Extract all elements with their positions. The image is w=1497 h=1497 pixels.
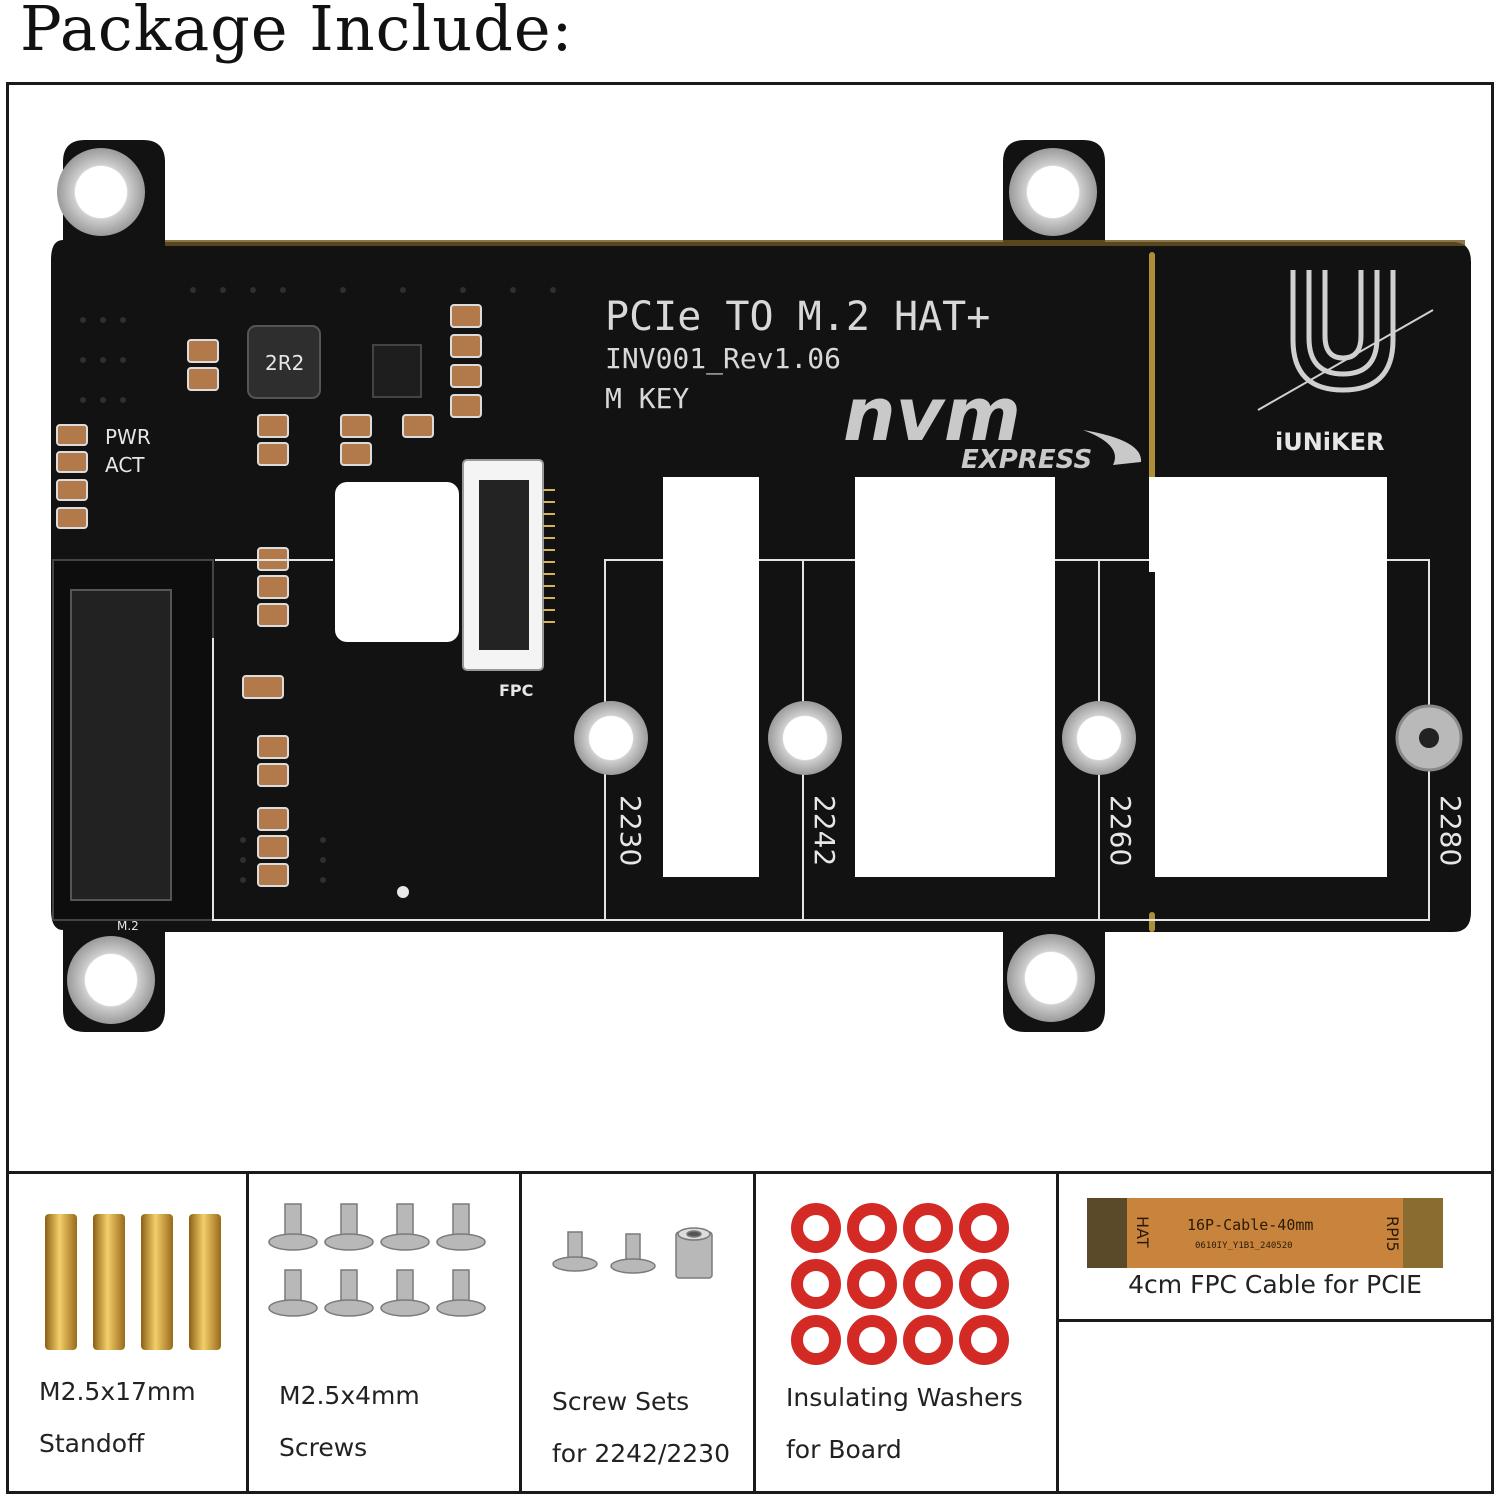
length-hole-2230 bbox=[574, 701, 648, 775]
cable-end-hat: HAT bbox=[1133, 1216, 1152, 1248]
board-key: M KEY bbox=[605, 382, 689, 415]
mounting-hole bbox=[1007, 934, 1095, 1022]
cable-print-main: 16P-Cable-40mm bbox=[1187, 1216, 1313, 1234]
svg-text:2R2: 2R2 bbox=[265, 351, 304, 375]
inductor: 2R2 bbox=[247, 325, 321, 399]
mounting-hole bbox=[57, 148, 145, 236]
cable-cutout bbox=[335, 482, 459, 642]
item-standoff: M2.5x17mm Standoff bbox=[9, 1174, 249, 1494]
ic-chip bbox=[372, 344, 422, 398]
board-revision: INV001_Rev1.06 bbox=[605, 342, 841, 376]
size-label-2242: 2242 bbox=[808, 795, 841, 866]
fpc-cable-label: 4cm FPC Cable for PCIE bbox=[1128, 1270, 1422, 1299]
washers-image bbox=[791, 1203, 1009, 1365]
length-hole-2260 bbox=[1062, 701, 1136, 775]
standoff-label-2: Standoff bbox=[39, 1429, 145, 1458]
standoff-2280 bbox=[1395, 704, 1463, 772]
m2-connector bbox=[52, 559, 214, 921]
board-title: PCIe TO M.2 HAT+ bbox=[605, 294, 990, 340]
size-label-2260: 2260 bbox=[1104, 795, 1137, 866]
item-washers: Insulating Washers for Board bbox=[756, 1174, 1059, 1494]
smd-components bbox=[56, 304, 482, 887]
iuniker-logo bbox=[1257, 270, 1434, 411]
accessories-row: M2.5x17mm Standoff M2.5x4mm Screws bbox=[9, 1171, 1491, 1494]
washers-label-1: Insulating Washers bbox=[786, 1383, 1023, 1412]
screws-image bbox=[268, 1203, 486, 1317]
package-frame: PCIe TO M.2 HAT+ INV001_Rev1.06 M KEY nv… bbox=[6, 82, 1494, 1494]
fpc-label: FPC bbox=[499, 681, 533, 700]
screw-set-image bbox=[552, 1227, 713, 1279]
screws-label-2: Screws bbox=[279, 1433, 368, 1462]
led-act-label: ACT bbox=[105, 453, 145, 477]
brass-standoffs-image bbox=[45, 1214, 221, 1350]
fpc-connector bbox=[462, 459, 555, 671]
nvme-logo: nvm EXPRESS bbox=[843, 372, 1142, 475]
screw-sets-label-1: Screw Sets bbox=[552, 1387, 690, 1416]
washers-label-2: for Board bbox=[786, 1435, 902, 1464]
cutout-2242 bbox=[855, 477, 1055, 877]
standoff-label-1: M2.5x17mm bbox=[39, 1377, 196, 1406]
size-label-2280: 2280 bbox=[1434, 795, 1467, 866]
item-screw-sets: Screw Sets for 2242/2230 bbox=[522, 1174, 756, 1494]
cable-print-small: 0610IY_Y1B1_240520 bbox=[1195, 1241, 1293, 1251]
item-screws: M2.5x4mm Screws bbox=[249, 1174, 522, 1494]
svg-text:EXPRESS: EXPRESS bbox=[961, 445, 1092, 475]
mounting-hole bbox=[1009, 148, 1097, 236]
length-hole-2242 bbox=[768, 701, 842, 775]
pcie-m2-hat-board: PCIe TO M.2 HAT+ INV001_Rev1.06 M KEY nv… bbox=[51, 140, 1471, 1032]
cutout-2230 bbox=[663, 477, 759, 877]
package-heading: Package Include: bbox=[20, 0, 574, 65]
cable-end-rpi5: RPI5 bbox=[1383, 1216, 1402, 1252]
brand-label: iUNiKER bbox=[1275, 428, 1385, 456]
mounting-hole bbox=[67, 936, 155, 1024]
screw-sets-label-2: for 2242/2230 bbox=[552, 1439, 730, 1468]
led-pwr-label: PWR bbox=[105, 425, 151, 449]
hat-board-photo: PCIe TO M.2 HAT+ INV001_Rev1.06 M KEY nv… bbox=[9, 85, 1491, 1172]
cutout-2260 bbox=[1149, 477, 1387, 877]
size-label-2230: 2230 bbox=[614, 795, 647, 866]
item-fpc-cable: HAT RPI5 16P-Cable-40mm 0610IY_Y1B1_2405… bbox=[1059, 1174, 1491, 1322]
fpc-cable-image: HAT RPI5 16P-Cable-40mm 0610IY_Y1B1_2405… bbox=[1087, 1198, 1443, 1268]
svg-text:nvm: nvm bbox=[843, 372, 1021, 458]
screws-label-1: M2.5x4mm bbox=[279, 1381, 420, 1410]
empty-cell bbox=[1059, 1322, 1491, 1494]
m2-label: M.2 bbox=[117, 919, 139, 933]
